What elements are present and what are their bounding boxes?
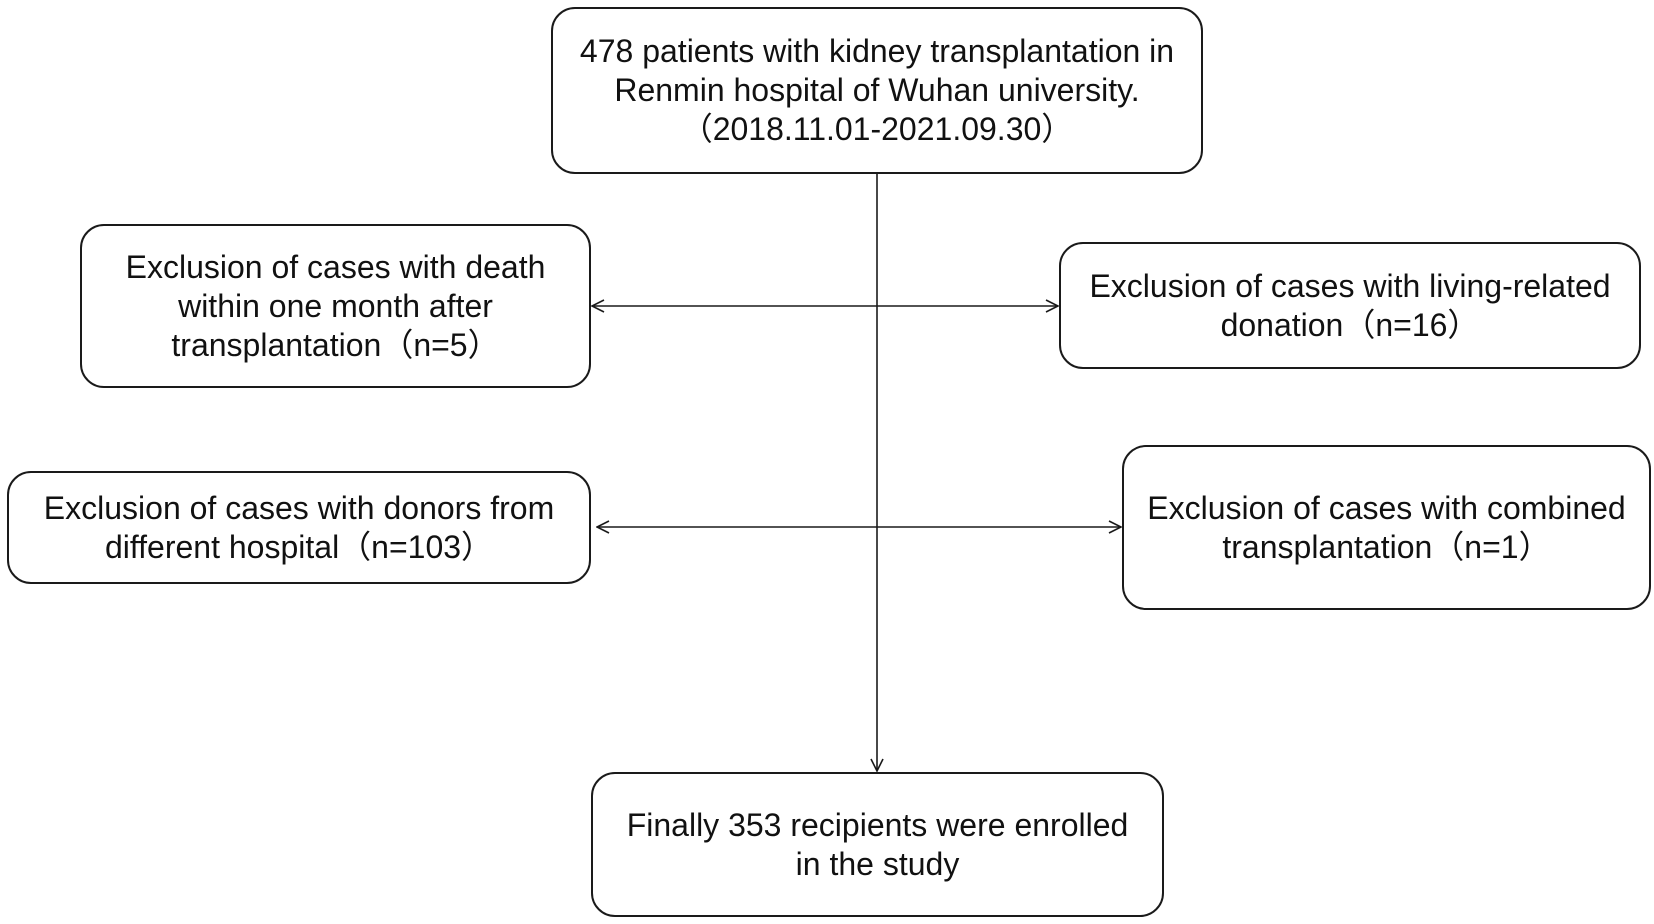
text-line: different hospital（n=103） bbox=[104, 528, 494, 565]
exclusion-donors-hospital-text: Exclusion of cases with donors from diff… bbox=[44, 489, 554, 567]
text-line: within one month after bbox=[178, 287, 493, 324]
text-line: Exclusion of cases with combined bbox=[1147, 489, 1626, 526]
exclusion-combined-box: Exclusion of cases with combined transpl… bbox=[1122, 445, 1651, 610]
exclusion-death-text: Exclusion of cases with death within one… bbox=[126, 248, 546, 365]
text-line: transplantation（n=5） bbox=[171, 326, 500, 363]
text-line: transplantation（n=1） bbox=[1222, 528, 1551, 565]
text-line: Exclusion of cases with donors from bbox=[43, 489, 555, 526]
text-line: （2018.11.01-2021.09.30） bbox=[680, 111, 1074, 147]
text-line: Exclusion of cases with living-related bbox=[1089, 267, 1611, 304]
source-population-box: 478 patients with kidney transplantation… bbox=[551, 7, 1203, 174]
source-population-text: 478 patients with kidney transplantation… bbox=[580, 32, 1174, 149]
exclusion-living-related-box: Exclusion of cases with living-related d… bbox=[1059, 242, 1641, 369]
final-enrollment-box: Finally 353 recipients were enrolled in … bbox=[591, 772, 1164, 917]
exclusion-combined-text: Exclusion of cases with combined transpl… bbox=[1147, 489, 1625, 567]
final-enrollment-text: Finally 353 recipients were enrolled in … bbox=[627, 806, 1129, 884]
text-line: Renmin hospital of Wuhan university. bbox=[614, 72, 1140, 108]
text-line: Exclusion of cases with death bbox=[125, 248, 546, 285]
exclusion-death-box: Exclusion of cases with death within one… bbox=[80, 224, 591, 388]
text-line: donation（n=16） bbox=[1220, 306, 1480, 343]
exclusion-donors-hospital-box: Exclusion of cases with donors from diff… bbox=[7, 471, 591, 584]
text-line: in the study bbox=[795, 845, 960, 882]
text-line: 478 patients with kidney transplantation… bbox=[579, 33, 1175, 69]
text-line: Finally 353 recipients were enrolled bbox=[626, 806, 1129, 843]
exclusion-living-related-text: Exclusion of cases with living-related d… bbox=[1089, 267, 1610, 345]
